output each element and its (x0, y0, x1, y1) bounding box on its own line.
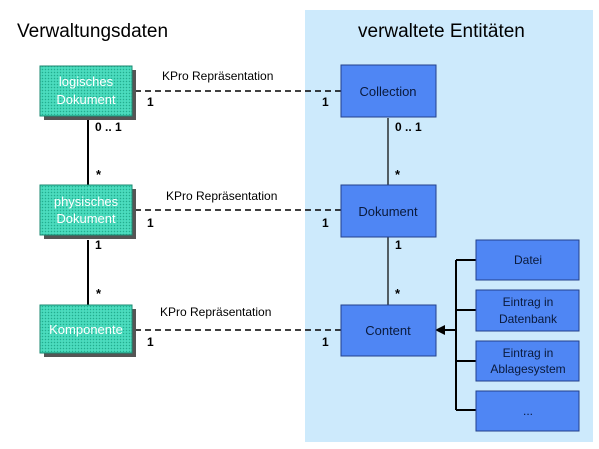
box-logisches-dokument[interactable]: logisches Dokument (39, 65, 136, 120)
box-line: Datei (514, 253, 542, 267)
kpro-label-2: KPro Repräsentation (166, 189, 277, 203)
box-line: Eintrag in (503, 295, 554, 309)
box-datei[interactable]: Datei (475, 239, 580, 281)
mult-one: 1 (95, 238, 102, 252)
mult-many: * (96, 167, 102, 182)
mult-many: * (395, 167, 401, 182)
box-line: Dokument (56, 211, 116, 226)
box-eintrag-datenbank[interactable]: Eintrag in Datenbank (475, 289, 580, 332)
box-line: Content (365, 323, 411, 338)
box-line: Collection (359, 84, 416, 99)
kpro-label-1: KPro Repräsentation (162, 69, 273, 83)
mult-zero-to-one: 0 .. 1 (395, 120, 422, 134)
mult-one: 1 (322, 95, 329, 109)
mult-one: 1 (147, 335, 154, 349)
box-line: Ablagesystem (490, 362, 565, 376)
box-eintrag-ablagesystem[interactable]: Eintrag in Ablagesystem (475, 340, 580, 382)
heading-verwaltungsdaten: Verwaltungsdaten (17, 21, 168, 42)
mult-zero-to-one: 0 .. 1 (95, 120, 122, 134)
mult-one: 1 (147, 216, 154, 230)
box-content[interactable]: Content (340, 304, 437, 357)
box-line: ... (523, 404, 533, 418)
mult-one: 1 (322, 216, 329, 230)
box-ellipsis[interactable]: ... (475, 390, 580, 432)
box-line: Datenbank (499, 312, 558, 326)
box-line: Dokument (56, 92, 116, 107)
mult-one: 1 (395, 238, 402, 252)
box-komponente[interactable]: Komponente (39, 304, 136, 357)
box-line: physisches (54, 194, 119, 209)
mult-one: 1 (147, 95, 154, 109)
box-line: Dokument (358, 204, 418, 219)
box-physisches-dokument[interactable]: physisches Dokument (39, 184, 136, 239)
mult-many: * (395, 286, 401, 301)
box-dokument[interactable]: Dokument (340, 184, 437, 238)
box-line: Eintrag in (503, 346, 554, 360)
mult-many: * (96, 286, 102, 301)
heading-verwaltete-entitaeten: verwaltete Entitäten (358, 21, 525, 42)
box-line: Komponente (49, 322, 123, 337)
arrowhead-icon (435, 325, 445, 335)
kpro-label-3: KPro Repräsentation (160, 305, 271, 319)
box-line: logisches (59, 74, 114, 89)
box-collection[interactable]: Collection (340, 64, 437, 118)
mult-one: 1 (322, 335, 329, 349)
